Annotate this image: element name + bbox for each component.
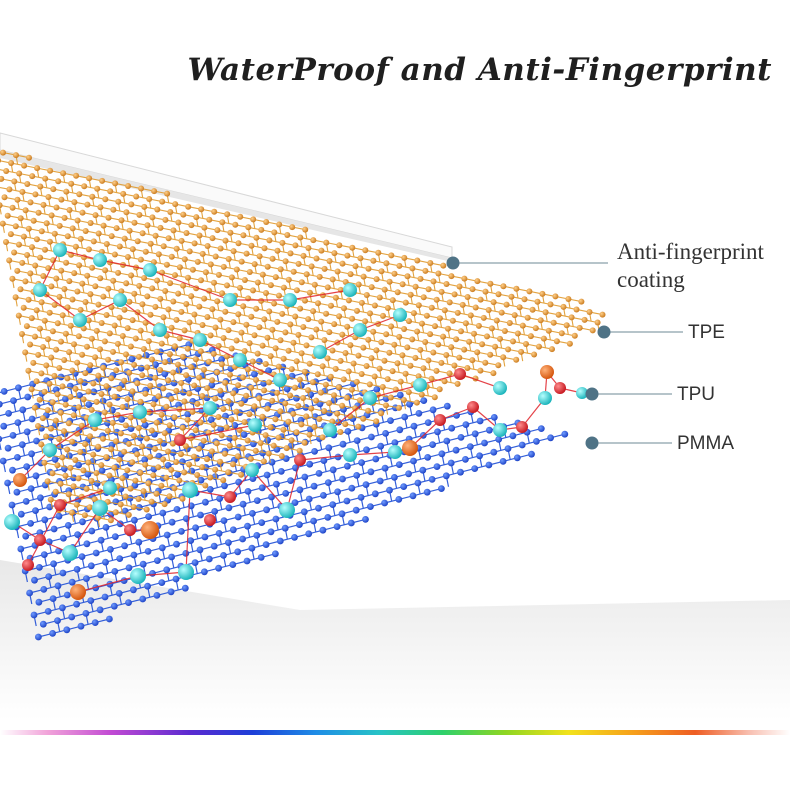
tpu-atoms xyxy=(4,243,588,600)
coating-callout xyxy=(446,256,608,270)
label-tpe: TPE xyxy=(688,322,725,343)
coating-plate-face xyxy=(0,150,452,262)
floor-shadow xyxy=(0,560,790,720)
tpe-lattice xyxy=(0,149,606,528)
pmma-callout xyxy=(585,436,672,450)
page-title: WaterProof and Anti-Fingerprint xyxy=(187,52,772,88)
coating-label-line2: coating xyxy=(617,267,685,292)
label-pmma: PMMA xyxy=(677,433,734,454)
tpu-callout xyxy=(585,387,672,401)
tpe-callout xyxy=(597,325,683,339)
callout-lines xyxy=(446,256,683,450)
label-tpu: TPU xyxy=(677,384,715,405)
rainbow-divider xyxy=(0,730,790,735)
label-anti-fingerprint-coating: Anti-fingerprint coating xyxy=(617,238,764,294)
coating-label-line1: Anti-fingerprint xyxy=(617,239,764,264)
